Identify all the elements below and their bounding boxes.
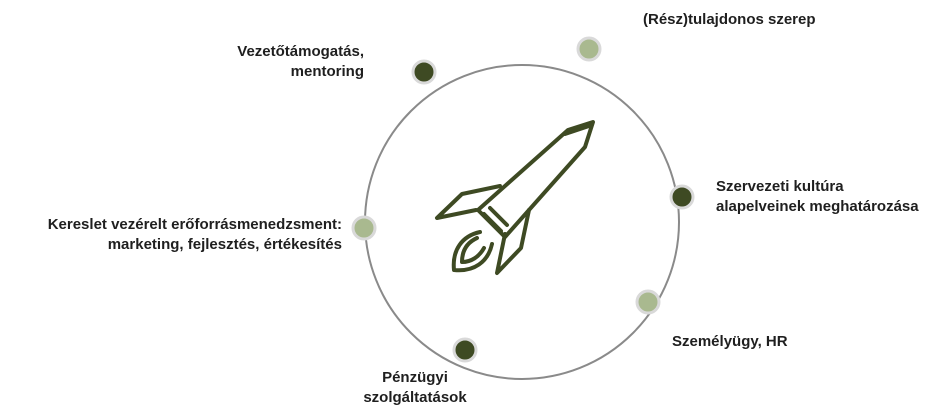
label-culture: Szervezeti kultúra alapelveinek meghatár… [716,178,919,215]
node-hr [635,289,661,315]
rocket-icon [435,120,595,275]
cycle-ring [364,64,680,380]
label-ownership: (Rész)tulajdonos szerep [643,11,816,28]
node-culture [669,184,695,210]
node-mentoring [411,59,437,85]
node-ownership [576,36,602,62]
label-hr: Személyügy, HR [672,333,788,350]
node-finance [452,337,478,363]
label-mentoring: Vezetőtámogatás, mentoring [237,43,364,80]
label-finance: Pénzügyi szolgáltatások [363,369,467,406]
label-resource-management: Kereslet vezérelt erőforrásmenedzsment: … [47,216,342,253]
node-resource-management [351,215,377,241]
